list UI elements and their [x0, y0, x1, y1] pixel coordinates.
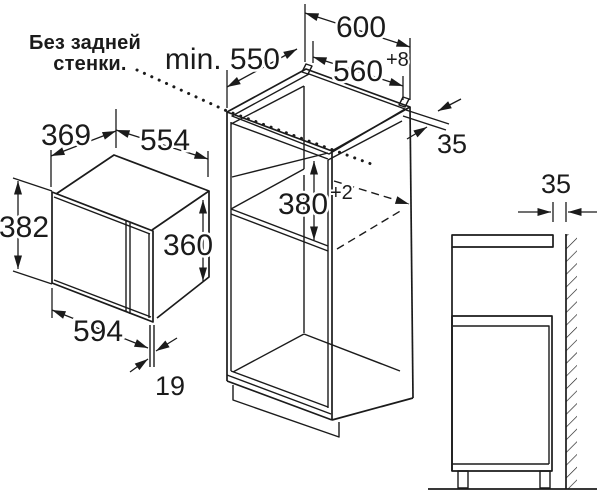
dim-380-label: 380: [278, 188, 328, 221]
niche-interior-line: [231, 152, 329, 178]
dim-382-extension-lines: [12, 177, 53, 285]
cabinet-opening-top-edge: [230, 122, 329, 160]
microwave-front-top-inner-line: [53, 196, 151, 235]
dim-rail35-arrow-upper: [437, 98, 462, 112]
cabinet-plinth: [232, 385, 340, 438]
dim-369-label: 369: [41, 119, 91, 152]
cabinet-top-face-inner: [231, 73, 406, 155]
cabinet-foot-left: [457, 470, 469, 489]
dim-19-arrow-right: [155, 337, 178, 352]
note-line2: стенки.: [53, 53, 126, 75]
dim-front-protrusion: 19: [129, 337, 188, 404]
dim-wall-gap: 35: [518, 167, 597, 222]
microwave-front-face: [51, 191, 154, 323]
dim-min550-arrow-line: [226, 48, 298, 88]
dim-appliance-front-height: 382: [0, 177, 53, 285]
dim-380-tolerance-label: +2: [330, 182, 353, 204]
dim-554-label: 554: [140, 124, 190, 157]
cabinet-floor-left-edge: [232, 333, 305, 373]
dim-niche-width: 560 +8: [312, 41, 411, 100]
dim-niche-height: 380 +2: [275, 161, 355, 240]
dim-top-rail: 35: [402, 98, 470, 162]
dim-19-label: 19: [155, 371, 185, 401]
wall-hatching: [566, 234, 577, 489]
cabinet-side-view: [428, 234, 597, 490]
microwave-side-face: [156, 191, 210, 319]
dim-appliance-depth: 369: [38, 109, 117, 187]
cabinet-opening-bottom-edge: [230, 370, 329, 408]
niche-shelf-left-edge: [230, 168, 305, 210]
cabinet-front-bottom-edge: [226, 380, 333, 421]
dim-382-label: 382: [0, 211, 49, 244]
dim-600-label: 600: [336, 11, 386, 44]
dim-560-arrow-line: [312, 56, 404, 87]
dim-min550-label: min. 550: [165, 43, 280, 76]
cabinet-back-left-notch: [301, 63, 313, 75]
dim-369-arrow-line: [50, 130, 117, 157]
dim-gap35-label: 35: [541, 169, 571, 199]
note-leader-dotted-line: [135, 68, 376, 167]
base-cabinet-inner-lines: [453, 325, 550, 464]
dim-560-tolerance-label: +8: [386, 49, 409, 71]
dim-rail35-label: 35: [437, 129, 467, 159]
top-rail-lines: [402, 109, 450, 131]
dim-min-depth: min. 550: [162, 41, 298, 108]
microwave-top-face: [55, 154, 210, 231]
dim-rail35-arrow-lower: [406, 126, 428, 140]
dim-cabinet-width: 600: [304, 4, 411, 100]
dim-gap35-extension-lines: [552, 202, 567, 222]
back-cutout-dashed-arrow: [333, 180, 410, 205]
worktop: [451, 234, 554, 248]
dim-560-label: 560: [333, 55, 383, 88]
niche-ceiling-right-edge: [327, 120, 403, 161]
cabinet-foot-right: [539, 470, 551, 489]
base-cabinet-outline: [451, 315, 553, 472]
dim-594-arrow-line: [51, 309, 149, 349]
niche-ceiling-left-edge: [230, 85, 305, 125]
dim-appliance-front-width: 594: [51, 288, 149, 351]
microwave-oven: [51, 154, 210, 367]
cabinet-back-right-notch: [398, 96, 410, 108]
cabinet-back-right-edge: [409, 106, 414, 399]
dim-554-arrow-line: [115, 129, 209, 160]
dim-594-label: 594: [73, 315, 123, 348]
dim-appliance-body-width: 554: [115, 122, 209, 177]
dim-19-arrow-left: [129, 358, 149, 373]
cabinet-isometric: [226, 63, 414, 438]
cabinet-front-bottom-mid-line: [226, 374, 332, 415]
microwave-front-protrusion-lines: [149, 325, 155, 367]
dim-appliance-body-height: 360: [160, 200, 216, 281]
cabinet-side-bottom-edge: [331, 397, 414, 421]
note-line1: Без задней: [29, 32, 141, 54]
dim-600-arrow-line: [304, 12, 411, 48]
dim-360-label: 360: [163, 229, 213, 262]
cabinet-floor-back-edge: [303, 333, 401, 372]
